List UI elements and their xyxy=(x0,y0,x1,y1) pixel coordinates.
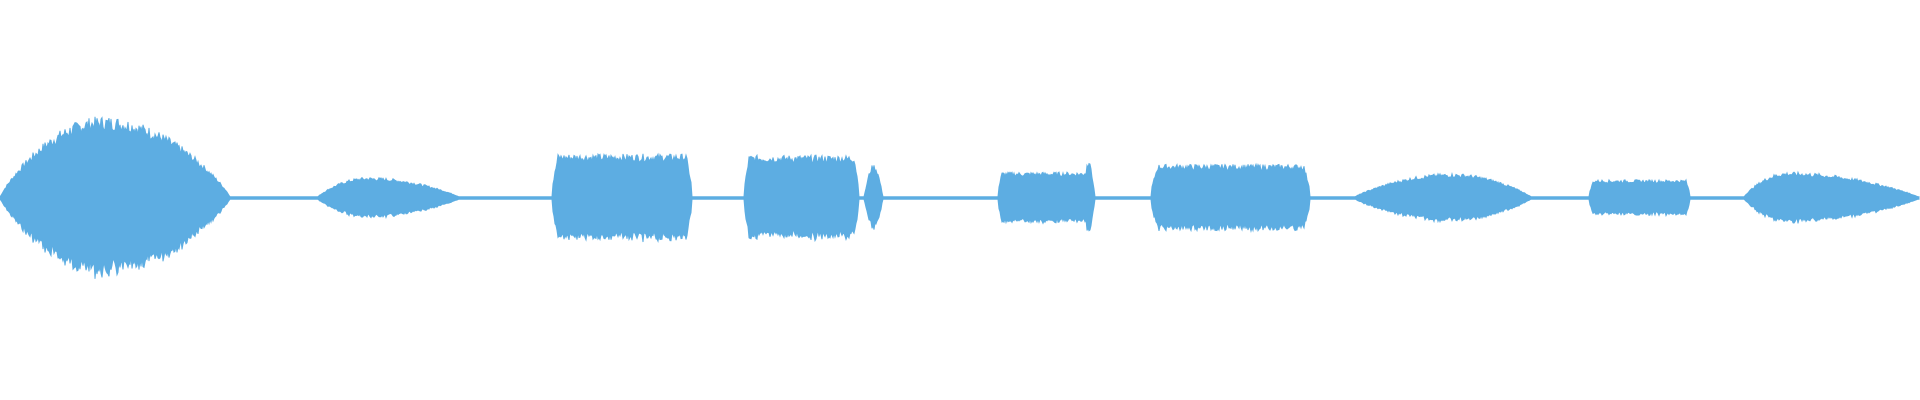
waveform-path xyxy=(0,116,1920,279)
